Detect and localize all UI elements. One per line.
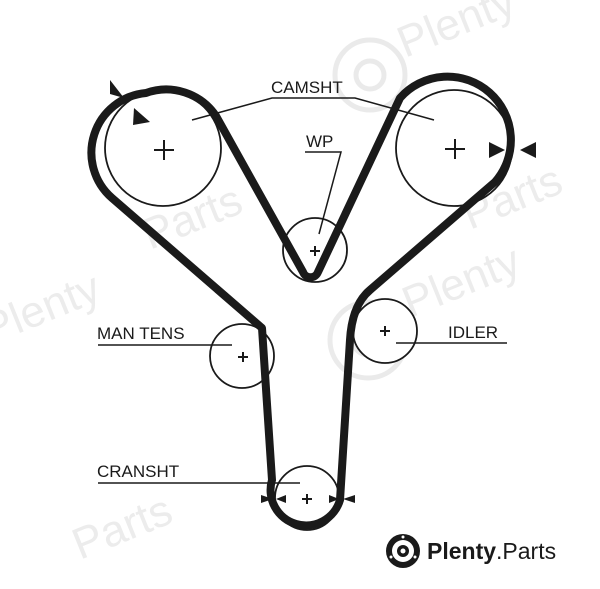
- timing-marks: [110, 80, 536, 503]
- brand-name-rest: Parts: [502, 537, 557, 564]
- water-pump-leader: [305, 151, 342, 235]
- idler-center-mark: [380, 326, 390, 336]
- camshaft-label: CAMSHT: [271, 78, 343, 97]
- watermark-text-left: Plenty: [0, 263, 107, 354]
- brand-name: Plenty.Parts: [427, 538, 556, 565]
- crankshaft-center-mark: [302, 494, 312, 504]
- camshaft-left-timing-mark-inner: [133, 108, 150, 125]
- leader-lines: [98, 97, 507, 484]
- manual-tensioner-label: MAN TENS: [97, 324, 185, 343]
- camshaft-leader: [191, 97, 435, 121]
- crank-timing-mark-left: [261, 495, 273, 503]
- camshaft-left-timing-mark-outer: [110, 80, 124, 98]
- crankshaft-label: CRANSHT: [97, 462, 179, 481]
- brand-name-bold: Plenty: [427, 537, 497, 564]
- camshaft-right-center-mark: [445, 139, 465, 159]
- watermark-text-top: Plenty: [390, 0, 522, 67]
- brand-name-dot: .: [496, 537, 503, 564]
- brake-disc-icon: [386, 534, 420, 568]
- tensioner-center-mark: [238, 352, 248, 362]
- water-pump-label: WP: [306, 132, 333, 151]
- crank-timing-mark-inner-right: [329, 495, 339, 503]
- timing-belt: [87, 72, 515, 530]
- brand-logo: Plenty.Parts: [385, 533, 556, 569]
- crank-timing-mark-inner-left: [276, 495, 286, 503]
- center-marks: [154, 139, 465, 504]
- watermark-disc-top: [332, 37, 408, 113]
- crank-timing-mark-right: [343, 495, 355, 503]
- camshaft-right-timing-mark-inner: [520, 142, 536, 158]
- camshaft-left-center-mark: [154, 140, 174, 160]
- watermark-text-bottom: Parts: [65, 485, 179, 569]
- idler-label: IDLER: [448, 323, 498, 342]
- camshaft-right-timing-mark-outer: [489, 142, 505, 158]
- water-pump-center-mark: [310, 246, 320, 256]
